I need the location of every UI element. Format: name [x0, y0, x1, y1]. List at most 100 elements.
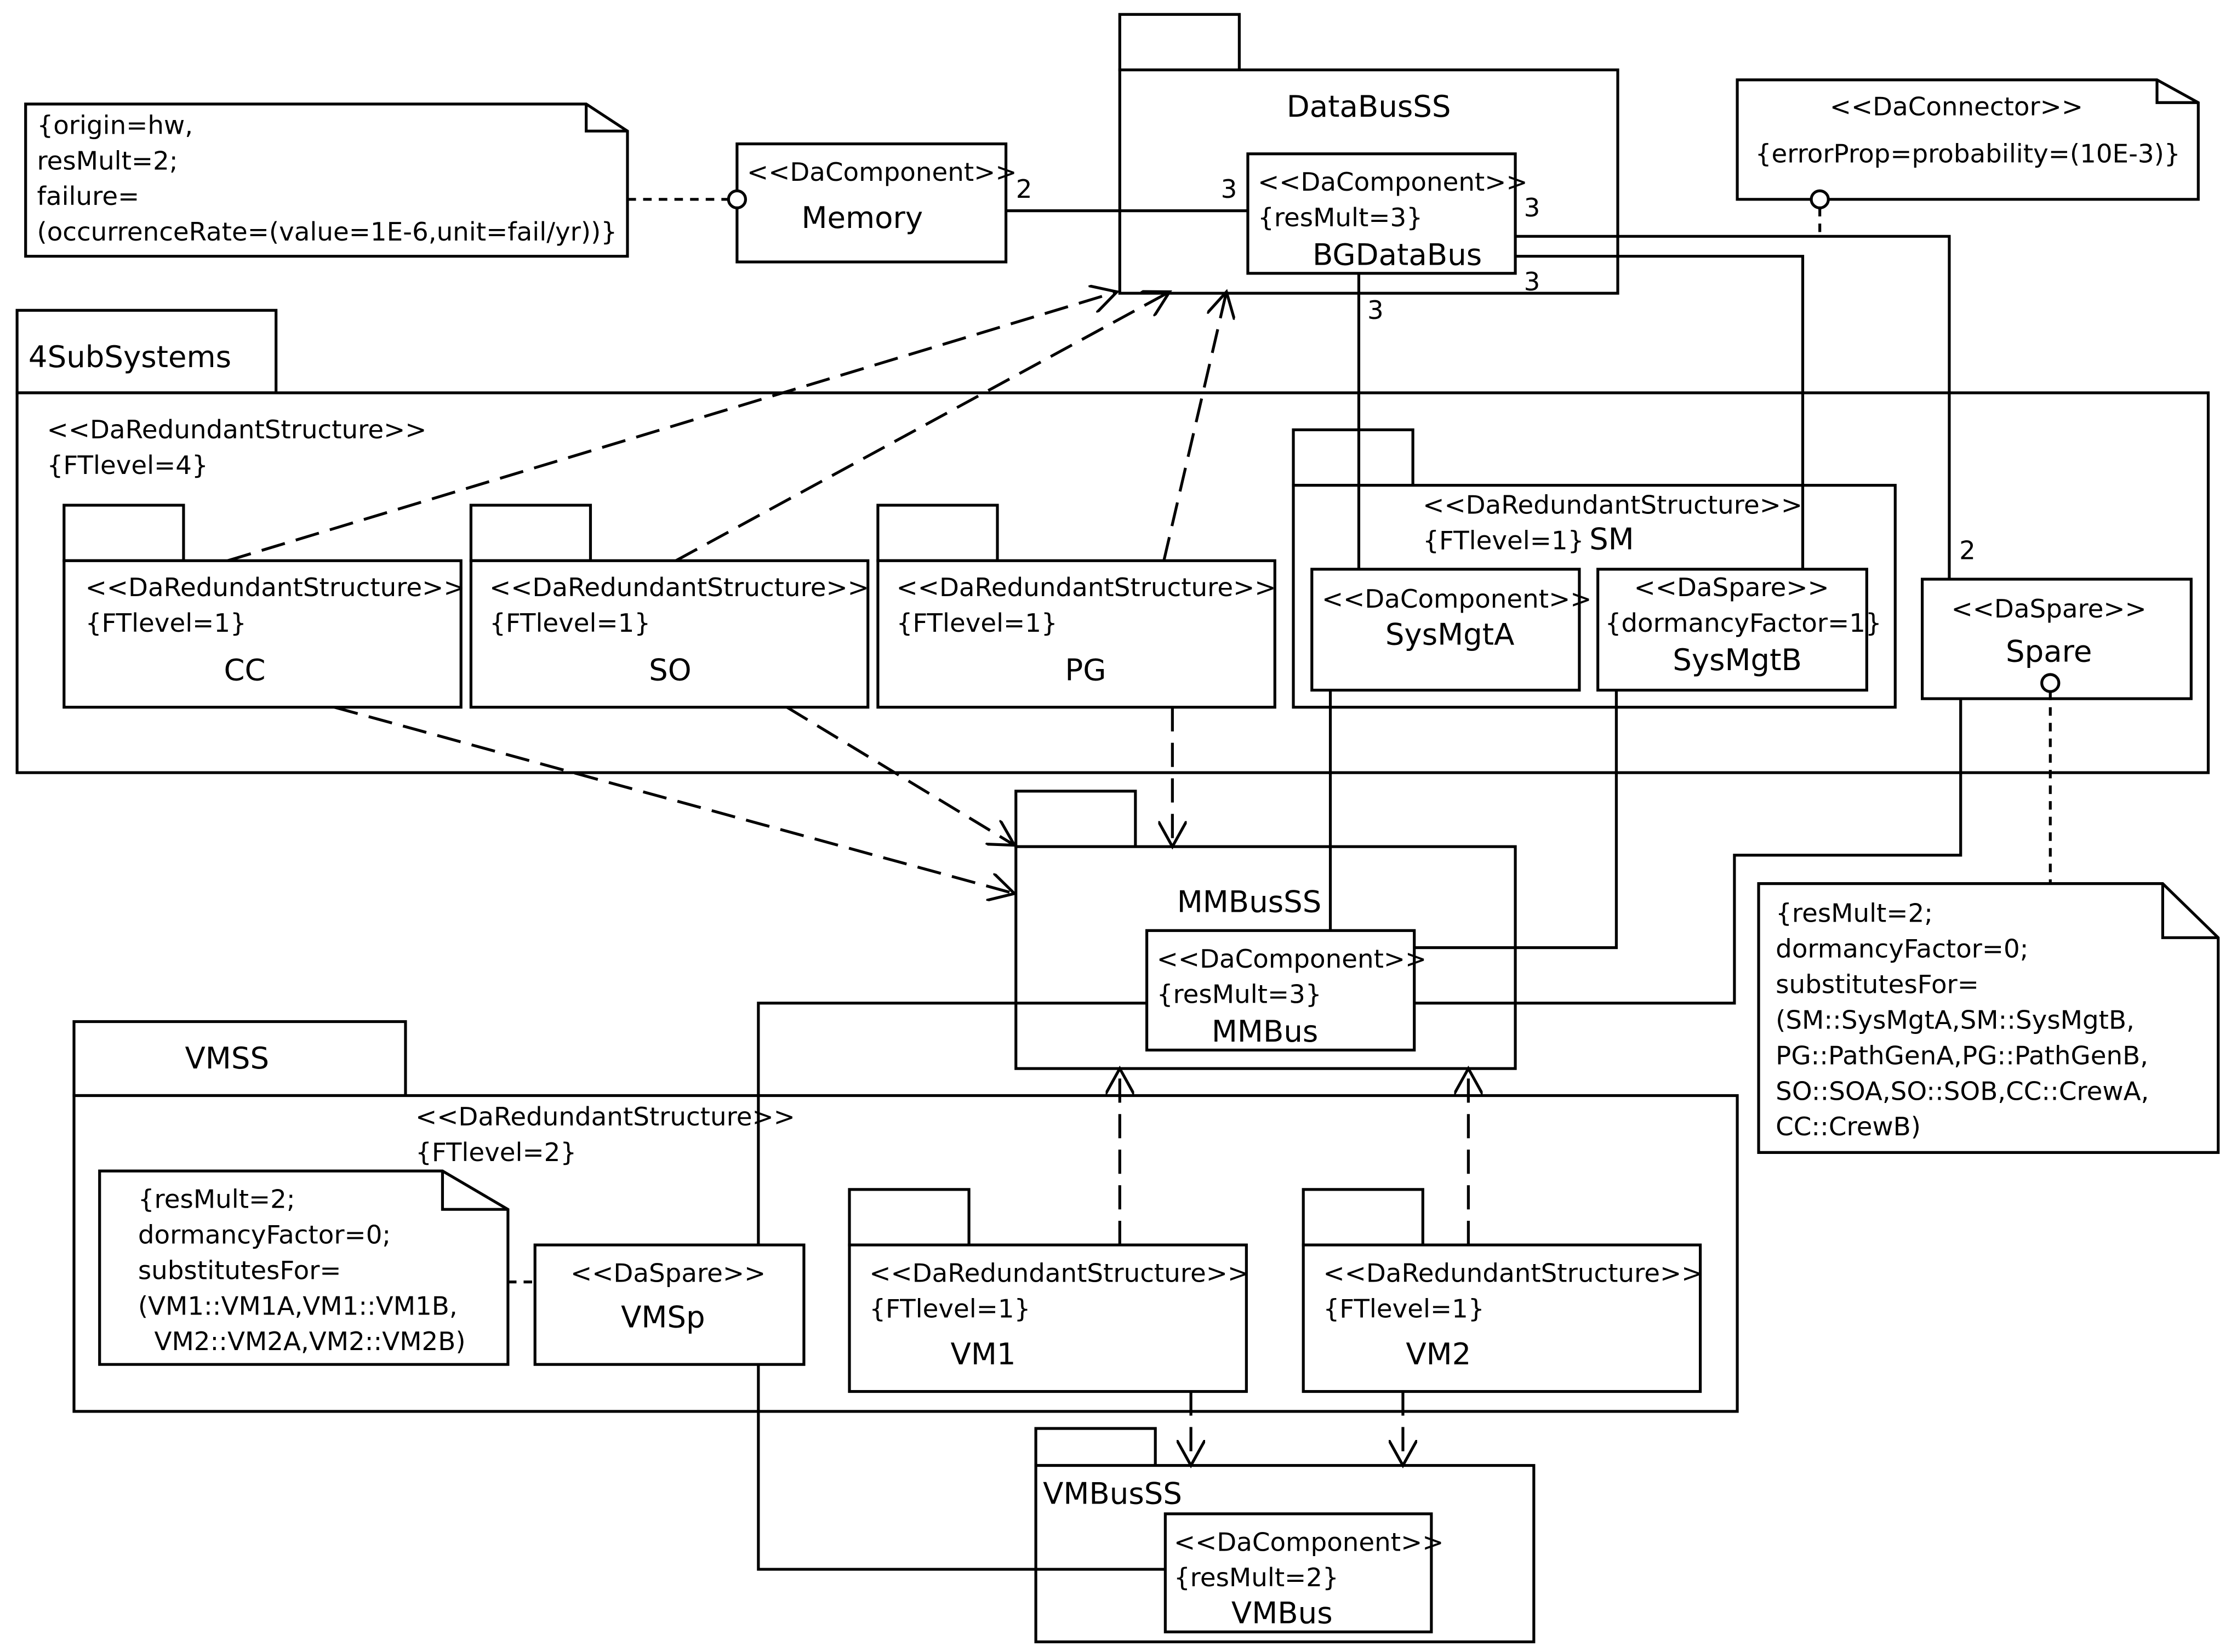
sysmgtb-component[interactable]: <<DaSpare>> {dormancyFactor=1} SysMgtB [1596, 568, 1882, 692]
spare-note-line-5: PG::PathGenA,PG::PathGenB, [1776, 1041, 2148, 1071]
so-package[interactable]: <<DaRedundantStructure>> {FTlevel=1} SO [469, 504, 870, 709]
cc-mmbus-dependency [334, 706, 1014, 894]
bgdatabus-right-multiplicity: 3 [1524, 193, 1540, 223]
sysmgtb-mmbus-link [1414, 690, 1618, 950]
vmss-stereotype: <<DaRedundantStructure>> [415, 1102, 795, 1132]
subsystems-package-name: 4SubSystems [28, 339, 231, 374]
vmsp-note-line-2: dormancyFactor=0; [138, 1221, 391, 1250]
bgdatabus-tag: {resMult=3} [1258, 203, 1423, 233]
bgdatabus-left-multiplicity: 3 [1221, 175, 1237, 204]
bgdatabus-name: BGDataBus [1313, 237, 1482, 272]
mmbus-component[interactable]: <<DaComponent>> {resMult=3} MMBus [1145, 929, 1427, 1052]
cc-package[interactable]: <<DaRedundantStructure>> {FTlevel=1} CC [62, 504, 465, 709]
vm2-stereotype: <<DaRedundantStructure>> [1323, 1259, 1703, 1289]
vmsp-component[interactable]: <<DaSpare>> VMSp [533, 1243, 806, 1366]
mmbus-package-name: MMBusSS [1177, 884, 1322, 919]
vmsp-stereotype: <<DaSpare>> [570, 1259, 766, 1289]
sm-stereotype: <<DaRedundantStructure>> [1423, 491, 1802, 521]
bgdatabus-stereotype: <<DaComponent>> [1258, 168, 1527, 197]
vm1-package[interactable]: <<DaRedundantStructure>> {FTlevel=1} VM1 [848, 1188, 1249, 1393]
hw-note-line-2: resMult=2; [37, 146, 178, 176]
spare-substitutes-note: {resMult=2; dormancyFactor=0; substitute… [1757, 882, 2220, 1154]
memory-multiplicity: 2 [1016, 175, 1032, 204]
memory-name: Memory [801, 200, 923, 235]
memory-stereotype: <<DaComponent>> [747, 158, 1017, 187]
vmsp-note-line-1: {resMult=2; [138, 1185, 295, 1215]
spare-note-line-1: {resMult=2; [1776, 899, 1933, 929]
vmbus-name: VMBus [1231, 1596, 1333, 1631]
so-name: SO [649, 652, 692, 687]
vm2-name: VM2 [1406, 1336, 1471, 1371]
vmsp-note-line-5: VM2::VM2A,VM2::VM2B) [138, 1327, 466, 1357]
vm1-tag: {FTlevel=1} [869, 1295, 1030, 1324]
mmbus-vmsp-link [757, 1002, 1147, 1245]
connector-note: <<DaConnector>> {errorProp=probability=(… [1736, 78, 2200, 201]
cc-tag: {FTlevel=1} [85, 609, 247, 638]
so-databus-dependency [675, 292, 1169, 562]
sm-tag: {FTlevel=1} [1423, 527, 1584, 556]
connector-stereotype: <<DaConnector>> [1830, 93, 2083, 122]
pg-stereotype: <<DaRedundantStructure>> [897, 573, 1276, 603]
hw-note-anchor [727, 189, 748, 210]
spare-multiplicity: 2 [1959, 536, 1976, 566]
hw-note-line-1: {origin=hw, [37, 111, 193, 140]
subsystems-stereotype: <<DaRedundantStructure>> [47, 415, 427, 445]
spare-note-line-7: CC::CrewB) [1776, 1112, 1921, 1142]
bgdatabus-component[interactable]: <<DaComponent>> {resMult=3} BGDataBus [1246, 152, 1528, 275]
sm-name: SM [1589, 522, 1634, 557]
vmbus-tag: {resMult=2} [1174, 1563, 1339, 1593]
cc-databus-dependency [227, 292, 1117, 562]
cc-stereotype: <<DaRedundantStructure>> [85, 573, 465, 603]
connector-tag: {errorProp=probability=(10E-3)} [1755, 139, 2181, 169]
spare-anchor [2040, 673, 2061, 693]
memory-component[interactable]: <<DaComponent>> Memory [735, 142, 1017, 264]
hw-note-line-3: failure= [37, 182, 140, 211]
vm1-name: VM1 [951, 1336, 1016, 1371]
sysmgta-name: SysMgtA [1385, 616, 1515, 651]
spare-note-line-2: dormancyFactor=0; [1776, 935, 2028, 964]
hw-note-line-4: (occurrenceRate=(value=1E-6,unit=fail/yr… [37, 218, 618, 247]
spare-name: Spare [2006, 634, 2092, 669]
sysmgtb-stereotype: <<DaSpare>> [1634, 573, 1829, 603]
pg-name: PG [1065, 652, 1106, 687]
spare-note-line-6: SO::SOA,SO::SOB,CC::CrewA, [1776, 1077, 2149, 1106]
spare-note-line-3: substitutesFor= [1776, 970, 1979, 1000]
vmbus-component[interactable]: <<DaComponent>> {resMult=2} VMBus [1163, 1512, 1443, 1633]
subsystems-tag: {FTlevel=4} [47, 451, 208, 481]
sysmgtb-tag: {dormancyFactor=1} [1605, 609, 1882, 638]
spare-stereotype: <<DaSpare>> [1952, 595, 2147, 624]
mmbus-tag: {resMult=3} [1157, 980, 1322, 1010]
vmsp-name: VMSp [621, 1300, 705, 1335]
vmbus-package-name: VMBusSS [1043, 1476, 1182, 1511]
vmbus-stereotype: <<DaComponent>> [1174, 1528, 1443, 1557]
spare-component[interactable]: <<DaSpare>> Spare [1921, 578, 2193, 700]
vmss-tag: {FTlevel=2} [415, 1138, 577, 1168]
bgdatabus-sysmgtb-link [1515, 255, 1805, 569]
sysmgta-stereotype: <<DaComponent>> [1322, 585, 1591, 614]
mmbus-package[interactable]: MMBusSS [1014, 790, 1517, 1070]
databus-package-name: DataBusSS [1287, 89, 1451, 124]
sysmgta-component[interactable]: <<DaComponent>> SysMgtA [1310, 568, 1592, 692]
pg-tag: {FTlevel=1} [897, 609, 1058, 638]
vm2-package[interactable]: <<DaRedundantStructure>> {FTlevel=1} VM2 [1302, 1188, 1703, 1393]
mmbus-stereotype: <<DaComponent>> [1157, 945, 1427, 974]
connector-note-anchor [1810, 189, 1830, 210]
bgdatabus-lower-multiplicity: 3 [1524, 267, 1540, 297]
vmsp-note-line-4: (VM1::VM1A,VM1::VM1B, [138, 1291, 458, 1321]
vmsp-substitutes-note: {resMult=2; dormancyFactor=0; substitute… [98, 1169, 510, 1366]
vm2-tag: {FTlevel=1} [1323, 1295, 1485, 1324]
so-stereotype: <<DaRedundantStructure>> [489, 573, 869, 603]
pg-databus-dependency [1162, 292, 1226, 561]
pg-package[interactable]: <<DaRedundantStructure>> {FTlevel=1} PG [876, 504, 1276, 709]
bgdatabus-spare-link [1515, 235, 1951, 580]
hw-failure-note: {origin=hw, resMult=2; failure= (occurre… [24, 102, 629, 258]
cc-name: CC [224, 652, 265, 687]
so-tag: {FTlevel=1} [489, 609, 651, 638]
spare-mmbus-link [1414, 699, 1962, 1005]
vmsp-note-line-3: substitutesFor= [138, 1256, 341, 1285]
bgdatabus-bottom-multiplicity: 3 [1367, 296, 1384, 325]
vmss-package-name: VMSS [185, 1041, 270, 1076]
mmbus-name: MMBus [1212, 1014, 1318, 1049]
vmsp-vmbus-link [757, 1364, 1166, 1571]
vm1-stereotype: <<DaRedundantStructure>> [869, 1259, 1249, 1289]
